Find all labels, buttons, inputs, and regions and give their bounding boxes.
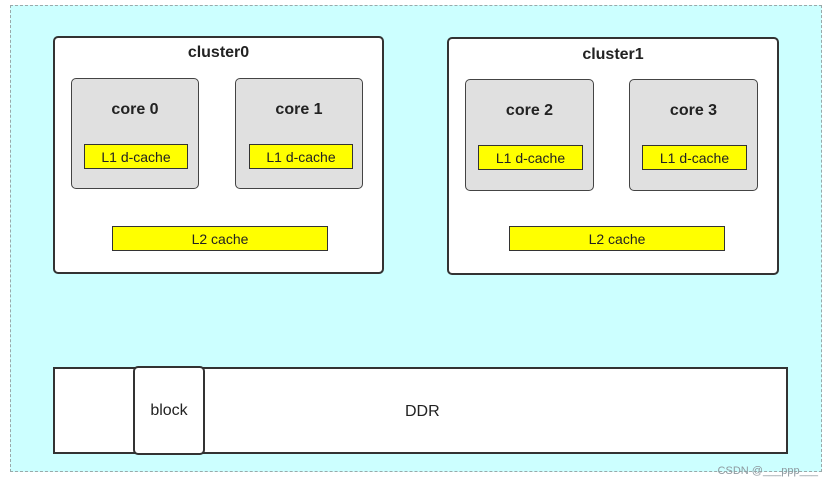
cluster-0-l2-cache: L2 cache — [112, 226, 328, 251]
core-1: core 1 L1 d-cache — [235, 78, 363, 189]
ddr-label: DDR — [405, 403, 440, 420]
core-3: core 3 L1 d-cache — [629, 79, 758, 191]
memory-block-label: block — [150, 401, 188, 419]
core-0-l1-dcache: L1 d-cache — [84, 144, 188, 169]
core-2: core 2 L1 d-cache — [465, 79, 594, 191]
core-3-l1-dcache: L1 d-cache — [642, 145, 747, 170]
cluster-0: cluster0 core 0 L1 d-cache core 1 L1 d-c… — [53, 36, 384, 274]
core-1-label: core 1 — [275, 101, 323, 118]
core-1-l1-dcache: L1 d-cache — [249, 144, 353, 169]
core-2-label: core 2 — [505, 102, 554, 119]
core-0-label: core 0 — [111, 101, 159, 118]
watermark: CSDN @___ppp___ — [717, 465, 818, 477]
core-0: core 0 L1 d-cache — [71, 78, 199, 189]
cluster-1: cluster1 core 2 L1 d-cache core 3 L1 d-c… — [447, 37, 779, 275]
core-2-l1-dcache: L1 d-cache — [478, 145, 583, 170]
memory-block: block — [133, 366, 205, 455]
cluster-1-title: cluster1 — [582, 46, 644, 63]
cluster-0-title: cluster0 — [187, 44, 250, 61]
cluster-1-l2-cache: L2 cache — [509, 226, 725, 251]
core-3-label: core 3 — [669, 102, 718, 119]
